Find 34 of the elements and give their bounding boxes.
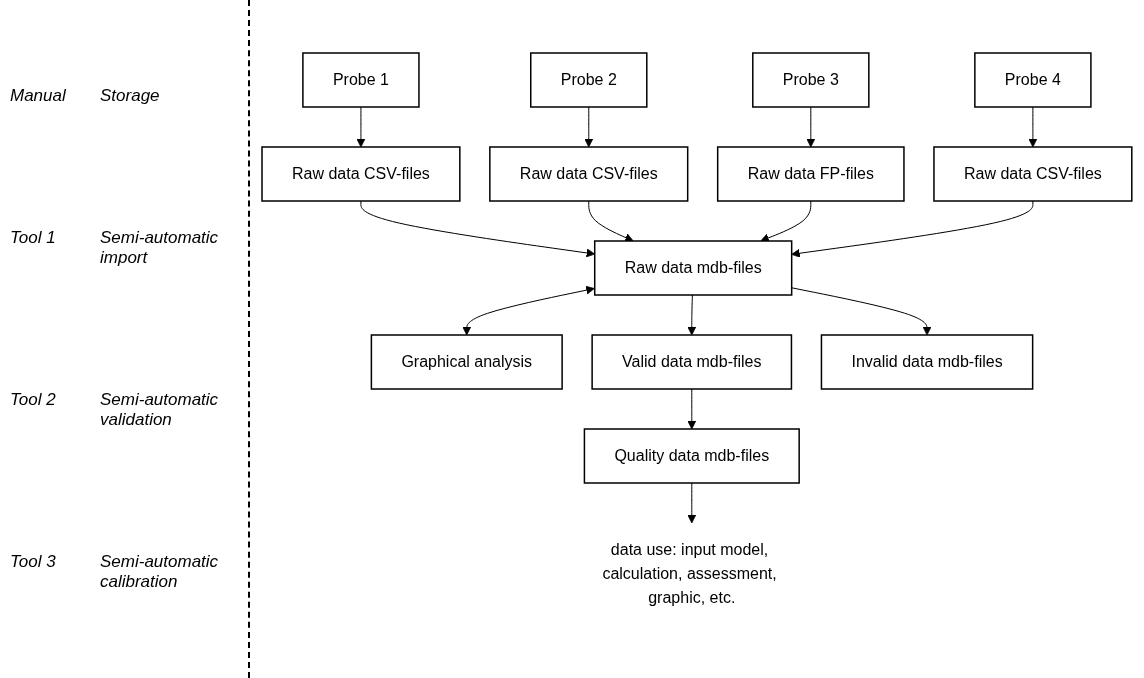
- arrow: [356, 106, 366, 148]
- arrow: [687, 388, 697, 430]
- node-box: Valid data mdb-files: [591, 334, 793, 390]
- arrow: [806, 106, 816, 148]
- arrow: [760, 200, 812, 243]
- arrow: [687, 482, 697, 524]
- row-label: Manual: [10, 86, 67, 106]
- node-box: Raw data FP-files: [717, 146, 905, 202]
- row-label: Semi-automatic validation: [100, 390, 220, 430]
- row-label: Semi-automatic import: [100, 228, 220, 268]
- node-text: data use: input model, calculation, assessment, graphic, etc.: [602, 541, 777, 606]
- arrow: [791, 200, 1034, 258]
- node-box: Probe 3: [752, 52, 870, 108]
- arrow: [588, 200, 634, 242]
- node-box: Invalid data mdb-files: [820, 334, 1034, 390]
- node-box: Probe 1: [302, 52, 420, 108]
- row-label: Semi-automatic calibration: [100, 552, 220, 592]
- node-box: Raw data CSV-files: [261, 146, 461, 202]
- arrow: [791, 287, 932, 336]
- node-box: Quality data mdb-files: [583, 428, 800, 484]
- row-label: Storage: [100, 86, 161, 106]
- node-box: Raw data CSV-files: [933, 146, 1133, 202]
- arrow: [1028, 106, 1038, 148]
- node-box: Raw data CSV-files: [489, 146, 689, 202]
- row-label: Tool 1: [10, 228, 57, 249]
- node-box: Probe 2: [530, 52, 648, 108]
- node-box: Probe 4: [974, 52, 1092, 108]
- row-label: Tool 2: [10, 390, 57, 411]
- node-box: Graphical analysis: [370, 334, 563, 390]
- arrow: [462, 285, 595, 336]
- arrow: [687, 294, 697, 336]
- row-label: Tool 3: [10, 552, 57, 573]
- node-box: Raw data mdb-files: [594, 240, 793, 296]
- arrow: [584, 106, 594, 148]
